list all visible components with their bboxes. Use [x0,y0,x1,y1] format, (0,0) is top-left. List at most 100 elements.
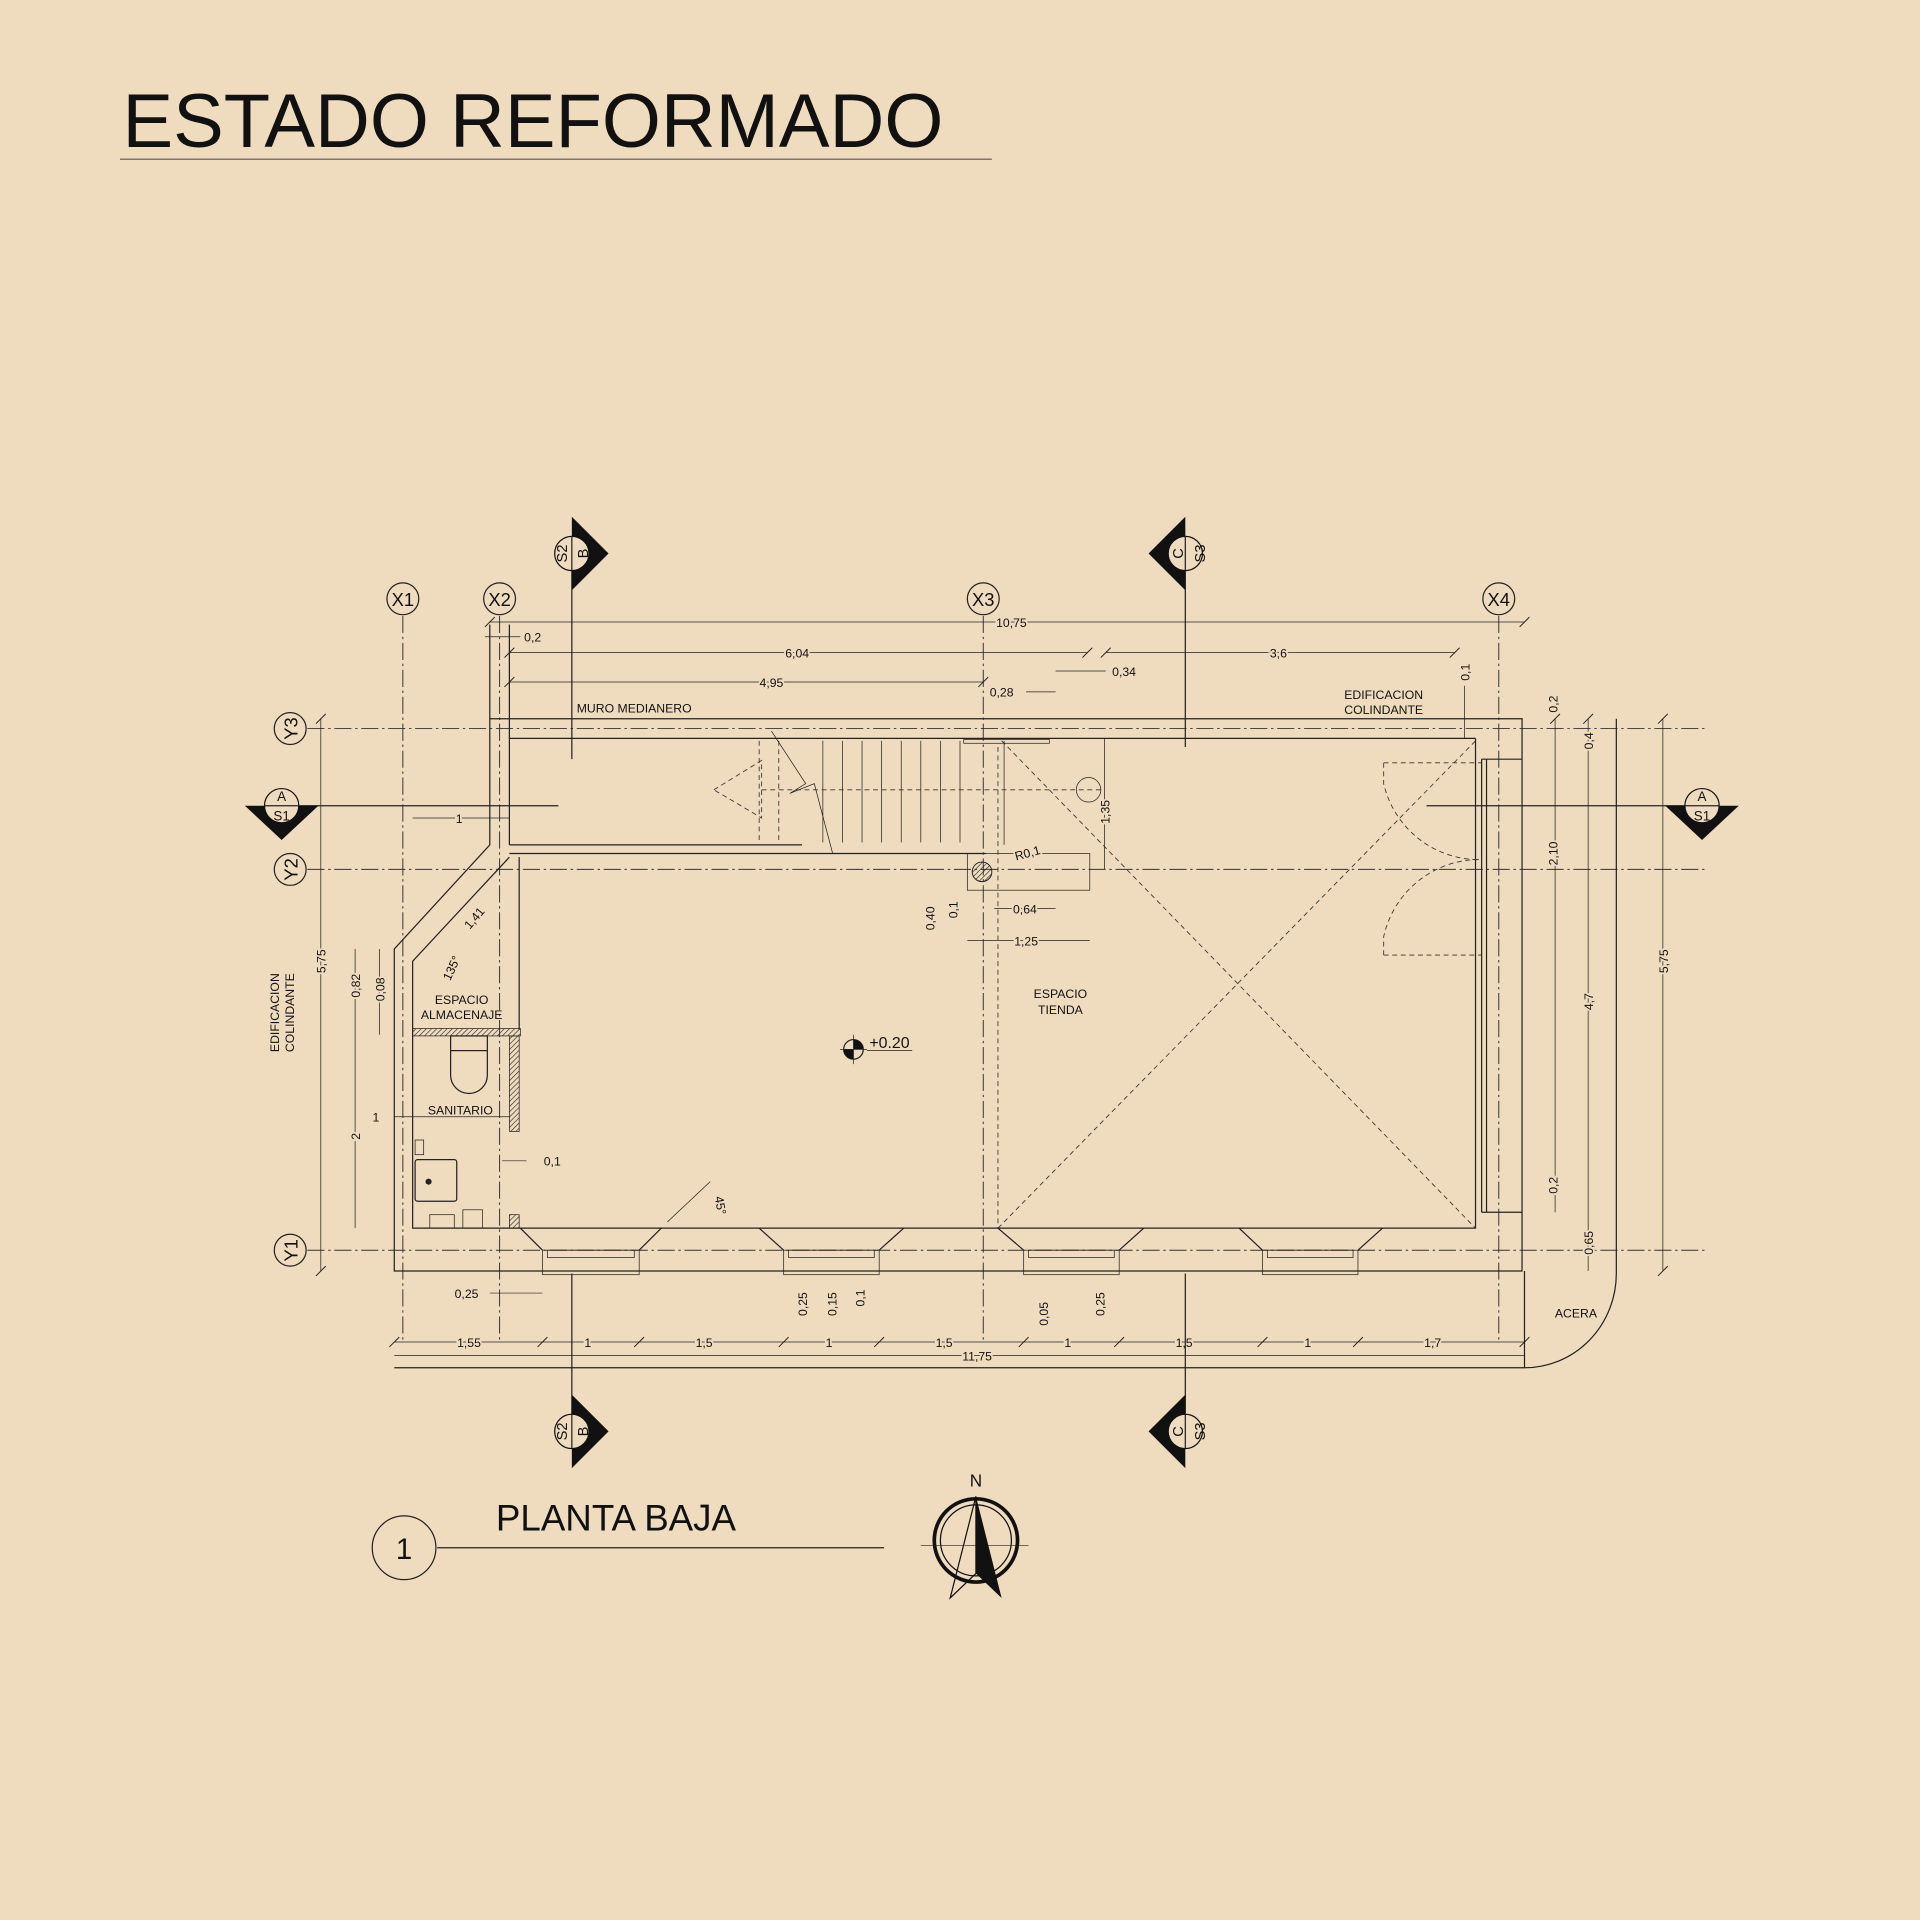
label-edificacion-colindante-top-2: COLINDANTE [1344,703,1423,717]
svg-text:0,28: 0,28 [990,686,1014,700]
stair [713,730,1103,891]
sink-icon [414,1139,483,1229]
svg-text:N: N [970,1471,982,1491]
section-marker-b-top: S2 B [554,516,609,760]
void-cross [997,740,1476,1229]
svg-text:X2: X2 [488,589,510,610]
svg-text:0,1: 0,1 [947,901,961,918]
svg-text:1,7: 1,7 [1424,1336,1441,1350]
column-round [971,861,993,883]
svg-text:1,5: 1,5 [936,1336,953,1350]
svg-text:0,4: 0,4 [1582,732,1596,749]
drawing-number: 1 [396,1533,412,1566]
svg-text:45°: 45° [712,1195,729,1216]
room-labels: MURO MEDIANERO EDIFICACION COLINDANTE ED… [268,688,1598,1320]
svg-text:1,25: 1,25 [1014,934,1038,948]
grid-bubble-x2: X2 [483,582,517,616]
svg-text:10,75: 10,75 [996,616,1027,630]
svg-text:S1: S1 [273,808,289,823]
label-acera: ACERA [1555,1307,1598,1321]
svg-text:1: 1 [584,1336,591,1350]
svg-text:0,2: 0,2 [1547,695,1561,712]
svg-text:X3: X3 [972,589,994,610]
label-edificacion-colindante-left-2: COLINDANTE [283,973,297,1052]
svg-text:Y1: Y1 [281,1239,302,1261]
svg-text:4,7: 4,7 [1582,993,1596,1010]
walls [393,624,1617,1369]
grid-bubble-y2: Y2 [273,852,307,886]
grid-bubble-x3: X3 [966,582,1000,616]
svg-text:S1: S1 [1694,808,1710,823]
svg-text:2,10: 2,10 [1547,841,1561,865]
bathroom-walls [412,1028,521,1229]
svg-text:5,75: 5,75 [1657,949,1671,973]
svg-text:0,82: 0,82 [349,974,363,998]
drawing-title-block: 1 PLANTA BAJA [371,1498,885,1581]
toilet-icon [450,1035,488,1095]
svg-text:1,55: 1,55 [457,1336,481,1350]
label-espacio-almacenaje: ESPACIO [435,993,488,1007]
svg-text:0,40: 0,40 [923,906,937,930]
label-sanitario: SANITARIO [428,1103,493,1117]
svg-text:C: C [1171,1426,1187,1437]
svg-text:Y3: Y3 [281,717,302,739]
grid-bubble-y3: Y3 [273,712,307,746]
svg-text:6,04: 6,04 [785,647,809,661]
svg-text:1: 1 [1064,1336,1071,1350]
downpipe-circle [1075,777,1102,803]
svg-text:0,15: 0,15 [825,1292,839,1316]
svg-text:X1: X1 [392,589,414,610]
entrance-door [1383,762,1482,956]
svg-text:1: 1 [826,1336,833,1350]
svg-text:0,65: 0,65 [1582,1231,1596,1255]
svg-text:A: A [1698,789,1707,804]
svg-text:1,5: 1,5 [696,1336,713,1350]
section-marker-a-left: A S1 [244,787,559,840]
svg-text:S3: S3 [1193,1422,1209,1440]
svg-text:S3: S3 [1193,544,1209,562]
section-marker-c-top: C S3 [1148,516,1209,747]
svg-text:0,08: 0,08 [373,977,387,1001]
north-arrow-icon: N [920,1471,1029,1600]
svg-text:0,34: 0,34 [1112,665,1136,679]
grid-bubble-x1: X1 [386,582,420,616]
label-espacio-almacenaje-2: ALMACENAJE [421,1008,503,1022]
svg-text:4,95: 4,95 [760,676,784,690]
svg-text:B: B [576,548,592,558]
svg-text:0,1: 0,1 [544,1155,561,1169]
level-value: +0.20 [869,1035,909,1052]
svg-text:0,25: 0,25 [796,1292,810,1316]
svg-text:0,05: 0,05 [1037,1302,1051,1326]
drawing-name: PLANTA BAJA [496,1498,737,1539]
label-espacio-tienda: ESPACIO [1034,987,1087,1001]
grid-lines [307,615,1705,1341]
svg-text:0,25: 0,25 [1093,1292,1107,1316]
level-marker: +0.20 [840,1034,913,1065]
svg-text:0,2: 0,2 [1547,1177,1561,1194]
label-muro-medianero: MURO MEDIANERO [577,702,692,716]
svg-text:B: B [576,1426,592,1436]
svg-text:1: 1 [1304,1336,1311,1350]
svg-text:0,25: 0,25 [455,1287,479,1301]
svg-text:11,75: 11,75 [962,1349,992,1363]
svg-text:1: 1 [456,812,463,826]
svg-text:A: A [277,789,286,804]
svg-text:5,75: 5,75 [315,949,329,973]
label-edificacion-colindante-left: EDIFICACION [268,973,282,1052]
dimension-lines [315,616,1669,1356]
sheet-title: ESTADO REFORMADO [122,79,943,164]
label-edificacion-colindante-top: EDIFICACION [1344,688,1423,702]
svg-text:1,35: 1,35 [1098,800,1112,824]
svg-text:C: C [1171,548,1187,559]
label-espacio-tienda-2: TIENDA [1038,1003,1084,1017]
svg-text:S2: S2 [555,1422,571,1440]
svg-text:0,2: 0,2 [524,631,541,645]
svg-text:3,6: 3,6 [1270,647,1287,661]
svg-text:0,1: 0,1 [853,1289,867,1306]
grid-bubble-x4: X4 [1482,582,1516,616]
svg-text:Y2: Y2 [281,858,302,880]
section-marker-a-right: A S1 [1426,787,1739,840]
svg-text:0,1: 0,1 [1458,664,1472,681]
svg-text:1: 1 [373,1111,380,1125]
